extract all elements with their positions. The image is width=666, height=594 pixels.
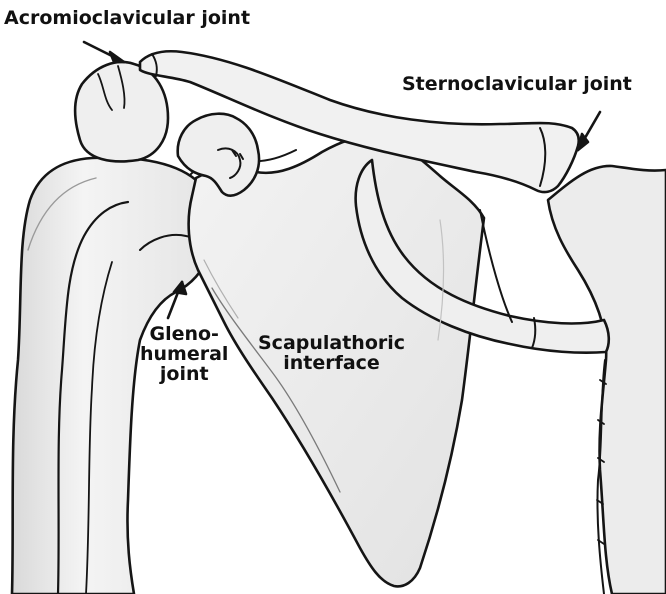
- label-glenohumeral-joint: Gleno- humeral joint: [140, 325, 228, 385]
- label-scapulothoracic-line-2: interface: [258, 354, 405, 374]
- label-sternoclavicular-joint: Sternoclavicular joint: [402, 75, 632, 95]
- label-scapulothoracic-interface: Scapulathoric interface: [258, 334, 405, 374]
- thorax-outline: [548, 166, 666, 594]
- arrowhead-acromioclavicular: [110, 52, 124, 62]
- label-glenohumeral-line-1: Gleno-: [140, 325, 228, 345]
- label-glenohumeral-line-2: humeral: [140, 345, 228, 365]
- rib-under-clavicle: [480, 210, 512, 322]
- label-acromioclavicular-joint: Acromioclavicular joint: [4, 9, 250, 29]
- label-scapulothoracic-line-1: Scapulathoric: [258, 334, 405, 354]
- label-glenohumeral-line-3: joint: [140, 365, 228, 385]
